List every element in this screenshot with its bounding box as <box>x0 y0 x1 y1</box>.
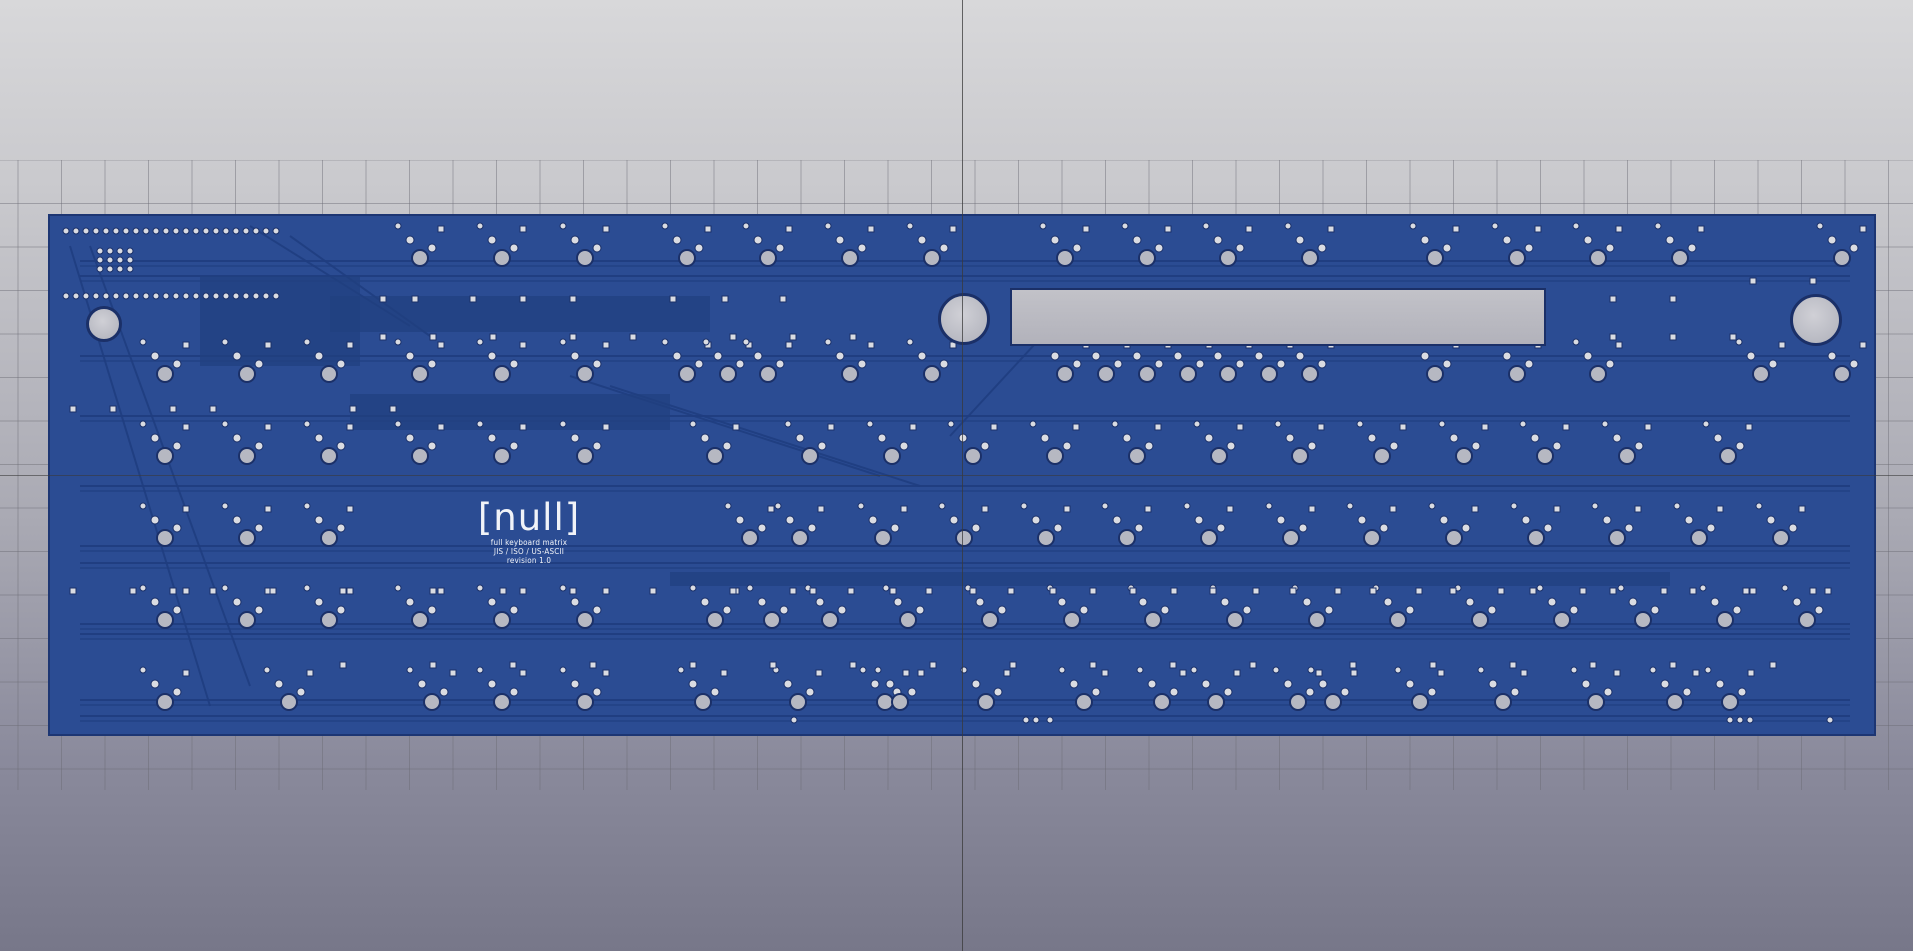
silkscreen-revision: revision 1.0 <box>506 556 552 565</box>
silkscreen-label: [null] full keyboard matrix JIS / ISO / … <box>454 496 604 566</box>
pcb-traces-and-pads <box>62 222 1867 724</box>
silkscreen-subtitle: full keyboard matrix <box>490 538 568 547</box>
mounting-hole-center <box>938 293 990 345</box>
horizontal-axis-line <box>0 475 1913 476</box>
mounting-hole-left <box>86 306 122 342</box>
mounting-hole-right <box>1790 294 1842 346</box>
display-cutout <box>1010 288 1546 346</box>
silkscreen-layouts: JIS / ISO / US-ASCII <box>493 547 565 556</box>
silkscreen-logo: [null] <box>477 496 581 539</box>
